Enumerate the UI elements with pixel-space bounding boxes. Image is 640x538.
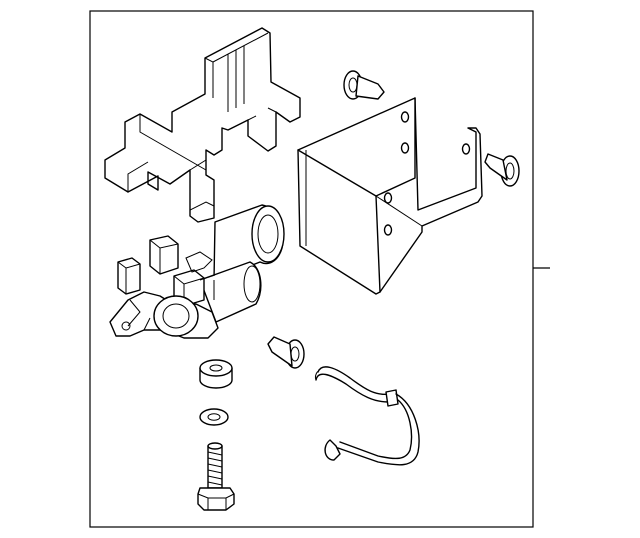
washer [199, 408, 229, 426]
mounting-bracket [297, 97, 483, 295]
heat-shield-bracket [104, 27, 301, 223]
grommet [199, 359, 233, 389]
right-clip [484, 153, 520, 187]
upper-clip [343, 70, 385, 100]
lower-clip [267, 336, 305, 369]
compressor-assembly [109, 204, 285, 339]
diagram-frame [89, 10, 534, 528]
hose [314, 366, 420, 466]
bolt [197, 442, 235, 511]
